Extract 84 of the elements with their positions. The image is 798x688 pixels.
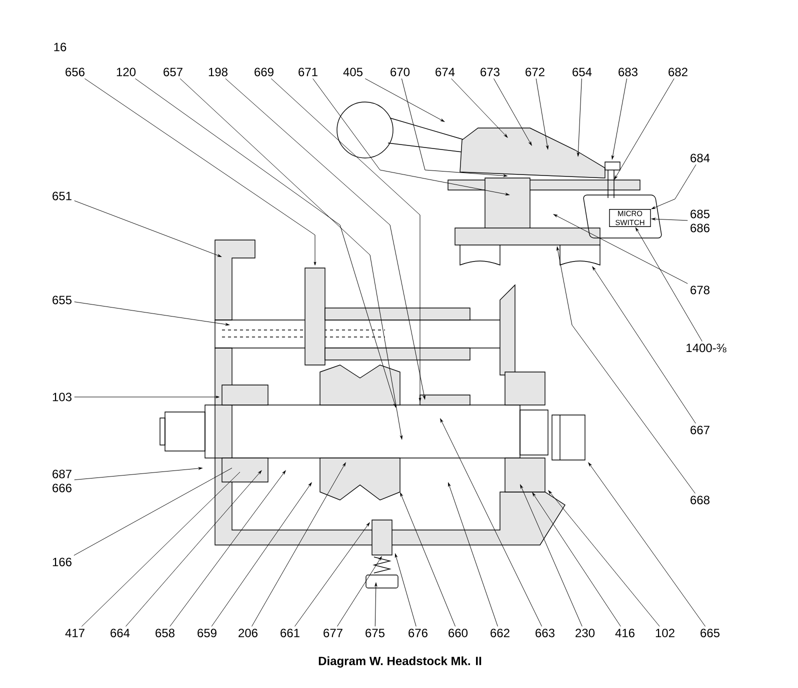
- callout-number: 654: [572, 68, 592, 76]
- callout-number: 673: [480, 68, 500, 76]
- leader-line: [400, 492, 456, 627]
- leader-line: [252, 462, 346, 627]
- callout-number: 658: [156, 628, 174, 638]
- leader-line: [74, 396, 220, 398]
- leader-line: [520, 484, 582, 627]
- callout-number: 102: [656, 628, 674, 638]
- leader-line: [74, 200, 222, 257]
- callout-number: 120: [116, 68, 136, 76]
- leader-line: [576, 78, 582, 156]
- callout-number: 682: [668, 68, 688, 76]
- page-number: 16: [54, 42, 66, 52]
- callout-number: 665: [700, 628, 720, 638]
- callout-number: 103: [52, 392, 72, 402]
- leader-line: [401, 78, 508, 177]
- callout-number: 684: [690, 154, 710, 162]
- callout-number: 674: [436, 68, 455, 76]
- callout-number: 668: [690, 496, 710, 504]
- leader-line: [532, 492, 621, 627]
- callout-number: 678: [690, 286, 710, 294]
- leader-line: [364, 78, 444, 122]
- leader-line: [74, 468, 232, 556]
- callout-number: 683: [618, 68, 638, 76]
- leader-line: [588, 462, 706, 627]
- callout-number: 1400-⅜: [686, 344, 726, 352]
- callout-number: 677: [324, 628, 342, 638]
- callout-number: 663: [536, 628, 554, 638]
- leader-line: [651, 164, 696, 210]
- leader-line: [451, 78, 508, 138]
- leader-line: [536, 78, 549, 150]
- leader-line: [126, 470, 262, 627]
- callout-number: 405: [343, 68, 362, 76]
- callout-number: 655: [52, 296, 72, 304]
- callout-number: 685 686: [690, 210, 710, 232]
- leader-line: [651, 218, 688, 221]
- leader-line: [556, 246, 696, 494]
- leader-line: [548, 490, 660, 627]
- callout-number: 198: [208, 68, 228, 76]
- callout-number: 667: [690, 426, 710, 434]
- callout-number: 672: [526, 68, 544, 76]
- callout-number: 664: [110, 628, 130, 638]
- callout-number: 662: [490, 628, 510, 638]
- leader-line: [554, 214, 688, 284]
- leader-line: [225, 78, 426, 400]
- leader-line: [612, 78, 628, 160]
- leader-line: [448, 482, 498, 627]
- leader-line: [84, 78, 316, 266]
- leader-line: [81, 472, 240, 627]
- leader-line: [270, 78, 422, 402]
- leader-line: [170, 470, 286, 627]
- leader-line: [440, 418, 542, 627]
- leader-line: [494, 78, 532, 146]
- callout-number: 675: [366, 628, 384, 638]
- leader-line: [74, 302, 230, 326]
- leader-line: [312, 78, 510, 196]
- callout-number: 659: [198, 628, 216, 638]
- callout-number: 230: [576, 628, 595, 638]
- callout-number: 206: [238, 628, 258, 638]
- callout-number: 656: [66, 68, 84, 76]
- leader-line: [374, 582, 378, 627]
- callout-number: 676: [408, 628, 428, 638]
- leader-line: [134, 78, 396, 408]
- leader-line: [180, 78, 403, 440]
- callout-number: 670: [390, 68, 410, 76]
- callout-number: 166: [52, 558, 72, 566]
- callout-number: 687 666: [52, 470, 72, 492]
- callout-number: 661: [280, 628, 300, 638]
- caption: Diagram W. Headstock Mk. II: [318, 656, 482, 668]
- leader-line: [336, 556, 382, 627]
- callout-number: 669: [254, 68, 274, 76]
- leader-line: [394, 554, 416, 627]
- leader-line: [614, 78, 674, 180]
- leader-line: [294, 522, 370, 627]
- leader-line: [592, 266, 696, 424]
- leader-line: [211, 482, 312, 627]
- callout-number: 416: [615, 628, 634, 638]
- leader-line: [635, 228, 702, 342]
- callout-number: 651: [52, 192, 72, 200]
- callout-number: 657: [164, 68, 182, 76]
- callout-number: 417: [65, 628, 84, 638]
- leader-line: [74, 467, 202, 480]
- callout-number: 671: [298, 68, 318, 76]
- callout-number: 660: [448, 628, 468, 638]
